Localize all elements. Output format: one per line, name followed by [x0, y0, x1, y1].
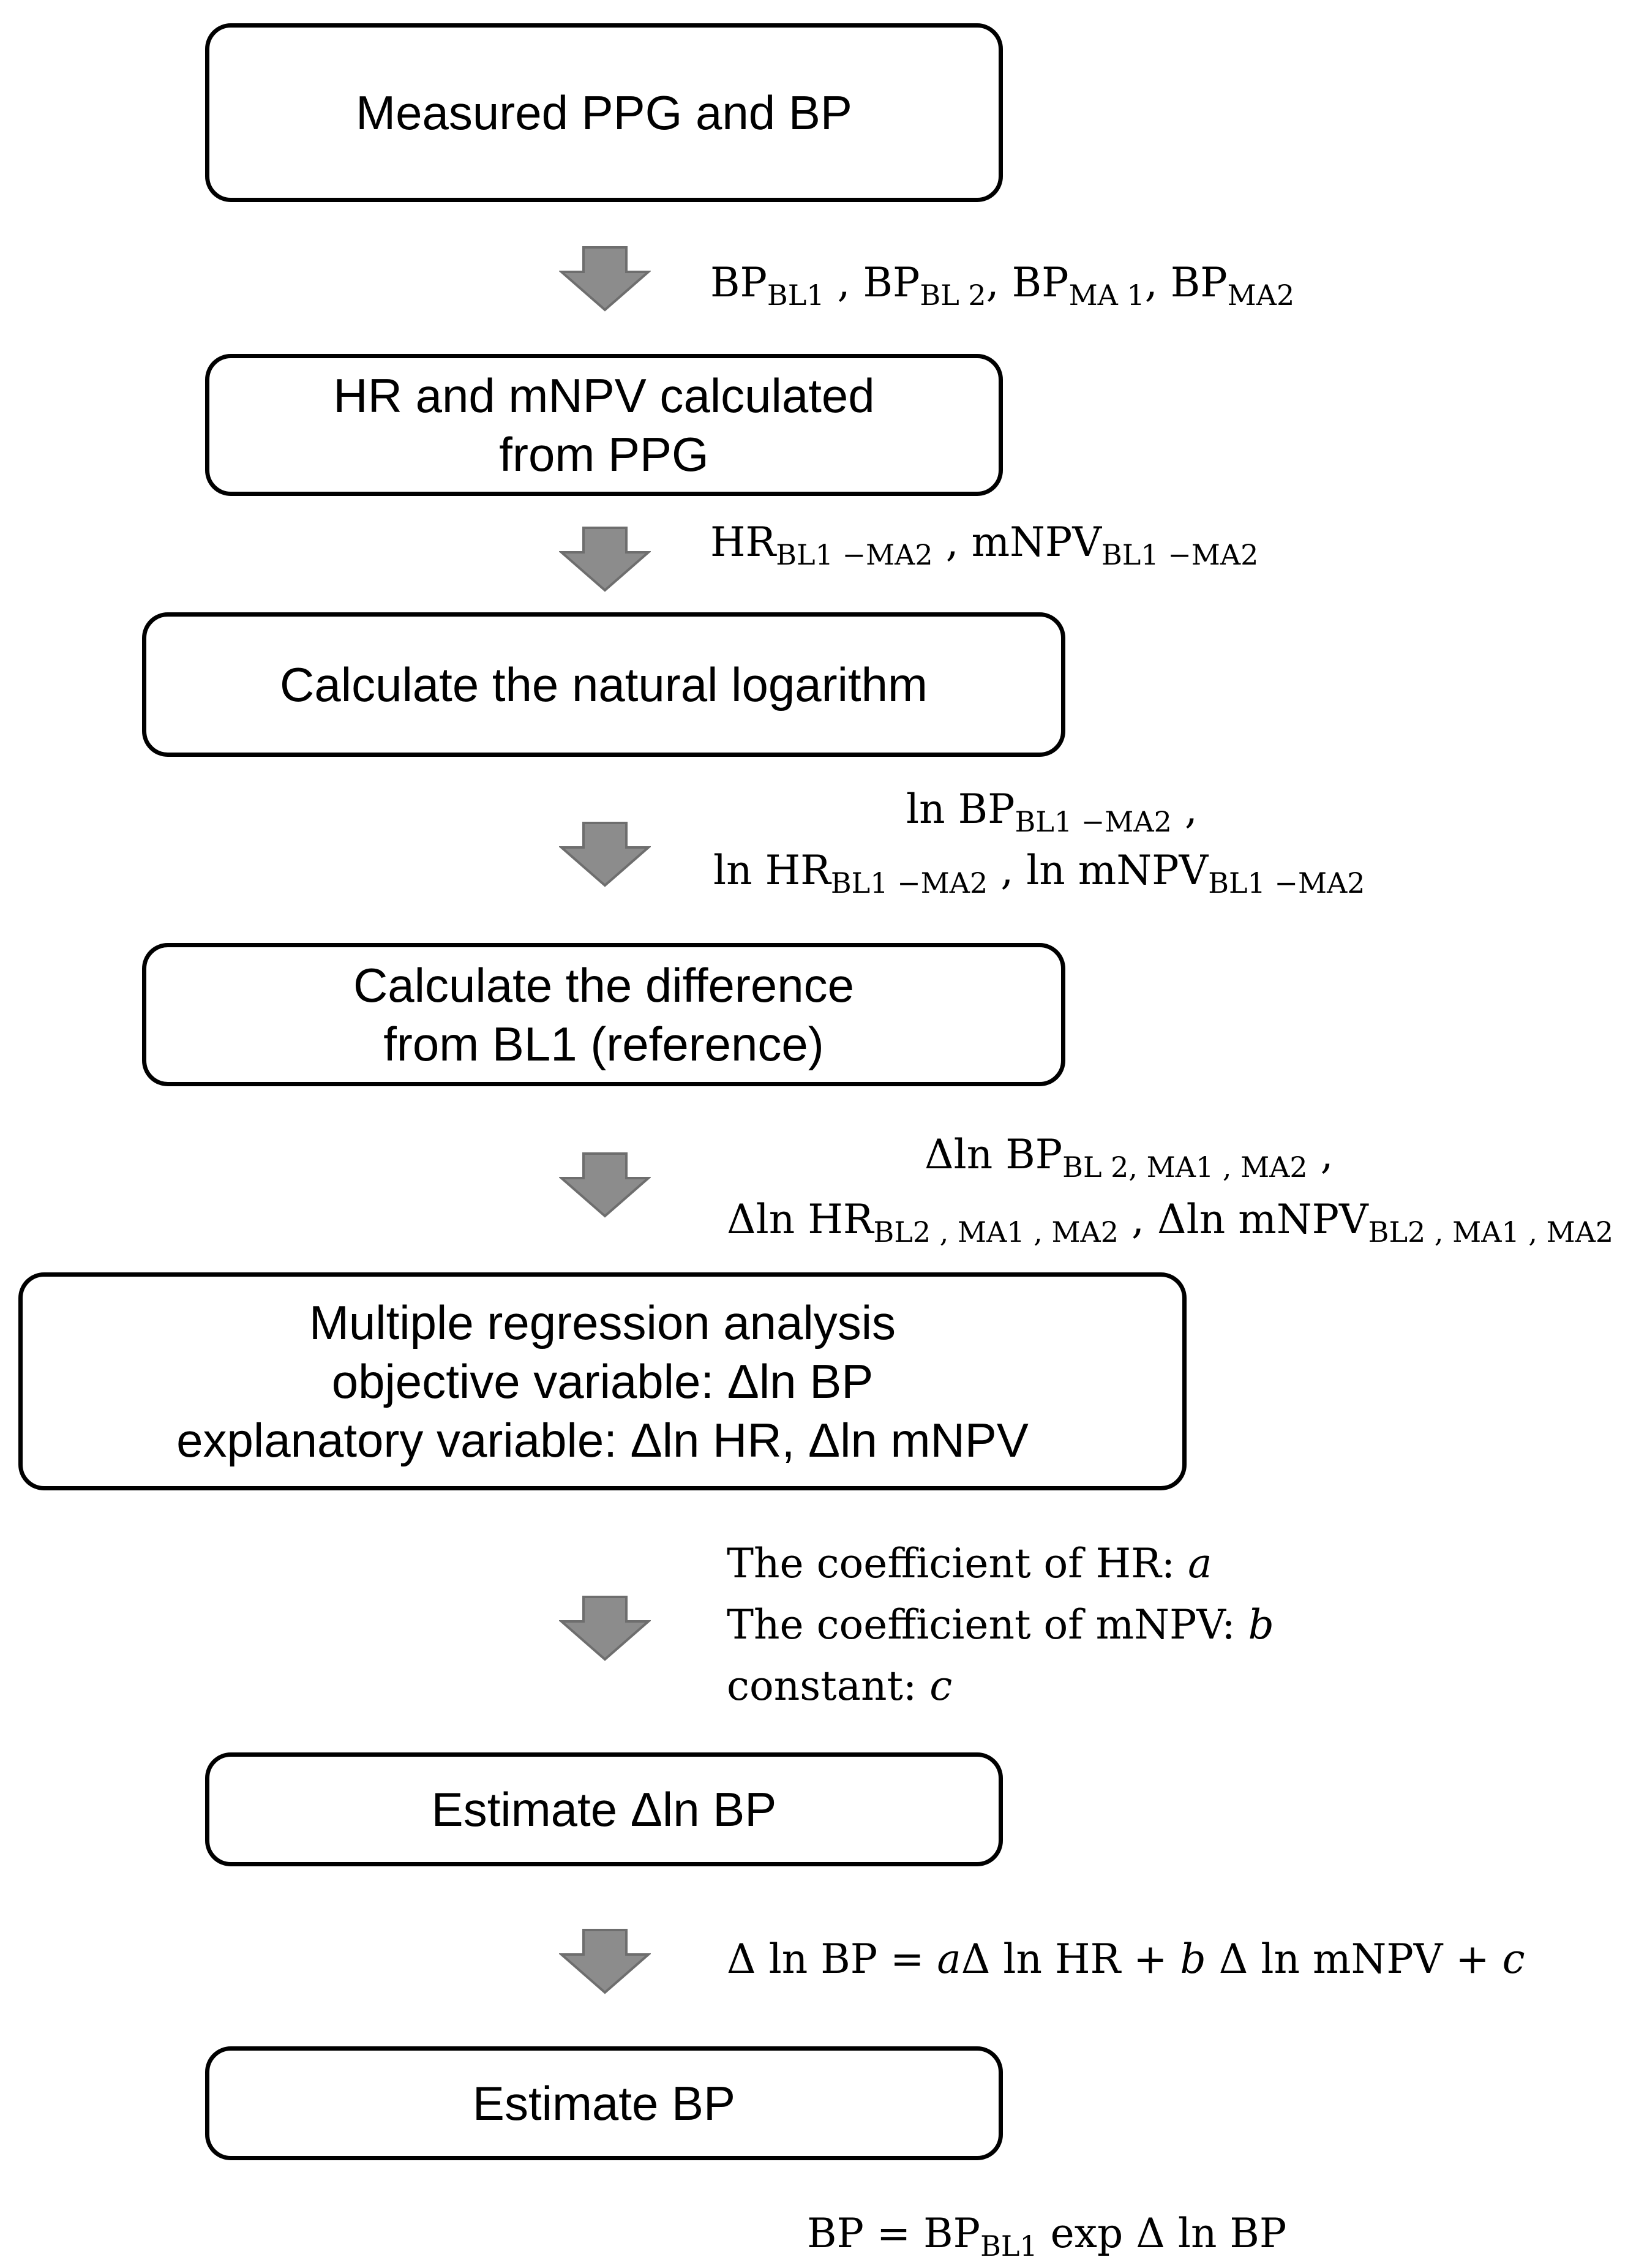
step-natural-logarithm: Calculate the natural logarithm — [142, 612, 1065, 757]
annotation-ln-values-2: ln HRBL1 −MA2 , ln mNPVBL1 −MA2 — [713, 847, 1365, 899]
step-hr-mnpv-calculated: HR and mNPV calculated from PPG — [205, 354, 1003, 496]
down-arrow-icon — [559, 525, 651, 593]
annotation-delta-ln-1: Δln BPBL 2, MA1 , MA2 , — [925, 1131, 1334, 1184]
constant-line: constant: c — [727, 1662, 953, 1710]
down-arrow-icon — [559, 245, 651, 312]
annotation-delta-ln-2: Δln HRBL2 , MA1 , MA2 , Δln mNPVBL2 , MA… — [727, 1196, 1614, 1249]
down-arrow-icon — [559, 1928, 651, 1995]
annotation-regression-equation: Δ ln BP = aΔ ln HR + b Δ ln mNPV + c — [727, 1936, 1525, 1983]
step-label: Measured PPG and BP — [356, 86, 852, 140]
coef-mnpv-line: The coefficient of mNPV: b — [727, 1601, 1274, 1648]
coef-hr-line: The coefficient of HR: a — [727, 1540, 1212, 1587]
annotation-ln-values-1: ln BPBL1 −MA2 , — [906, 786, 1198, 838]
down-arrow-icon — [559, 1151, 651, 1218]
step-measured-ppg-bp: Measured PPG and BP — [205, 23, 1003, 202]
step-estimate-delta-ln-bp: Estimate Δln BP — [205, 1752, 1003, 1866]
annotation-hr-mnpv: HRBL1 −MA2 , mNPVBL1 −MA2 — [710, 519, 1259, 571]
down-arrow-icon — [559, 1594, 651, 1662]
step-estimate-bp: Estimate BP — [205, 2046, 1003, 2160]
down-arrow-icon — [559, 820, 651, 888]
step-multiple-regression: Multiple regression analysis objective v… — [18, 1272, 1187, 1490]
annotation-bp-equation: BP = BPBL1 exp Δ ln BP — [807, 2210, 1287, 2262]
step-difference-from-bl1: Calculate the difference from BL1 (refer… — [142, 943, 1065, 1086]
annotation-bp-measurements: BPBL1 , BPBL 2, BPMA 1, BPMA2 — [710, 259, 1295, 312]
annotation-coefficients: The coefficient of HR: a The coefficient… — [727, 1533, 1274, 1717]
